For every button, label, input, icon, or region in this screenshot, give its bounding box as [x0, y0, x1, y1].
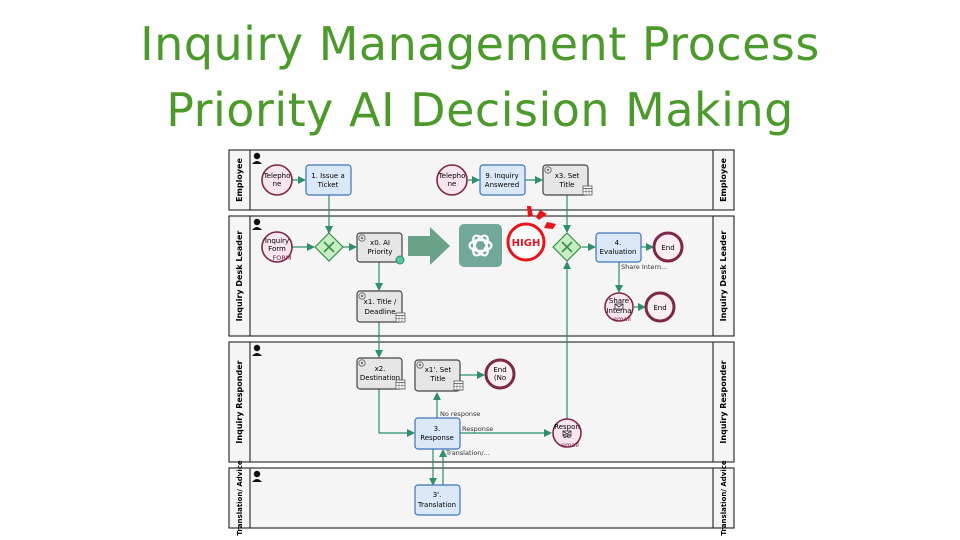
event-sublabel: email [613, 315, 631, 323]
close-x-icon [323, 241, 335, 253]
lane-label-right: Inquiry Desk Leader [719, 231, 728, 322]
lane-inquiry-responder: Inquiry Responder Inquiry Responder [228, 341, 735, 463]
event-label: ne [448, 180, 457, 188]
page-title-line2: Priority AI Decision Making [166, 83, 794, 137]
task-inquiry-answered[interactable]: 9. Inquiry Answered [479, 164, 526, 196]
calendar-icon [582, 185, 593, 196]
event-label: ne [273, 180, 282, 188]
lane-label-left: Translation/ Advice [236, 460, 244, 536]
end-label: End [661, 244, 674, 252]
event-label: Share [609, 297, 629, 305]
lane-label-left: Inquiry Responder [235, 360, 244, 443]
task-label: x1. Title / [364, 298, 397, 306]
lane-label-right: Inquiry Responder [719, 360, 728, 443]
openai-logo-icon [459, 224, 502, 267]
edge-label-translation: Translation/... [445, 449, 490, 457]
task-label: Deadline [364, 308, 395, 316]
boundary-event [395, 255, 405, 265]
task-label: 9. Inquiry [485, 172, 518, 180]
task-label: Response [420, 434, 454, 442]
task-label: x0. AI [370, 239, 390, 247]
end-event-share[interactable]: End [644, 291, 676, 323]
lane-label-right: Translation/ Advice [720, 460, 728, 536]
task-label: Ticket [317, 181, 339, 189]
lane-label-right: Employee [719, 158, 728, 202]
task-label: 4. [615, 239, 622, 247]
task-destination[interactable]: x2. Destination [356, 357, 406, 390]
lane-label-left: Inquiry Desk Leader [235, 231, 244, 322]
sequence-flows [292, 176, 654, 486]
event-label: Respon [554, 423, 580, 431]
calendar-icon [395, 312, 406, 323]
task-label: x2. [375, 365, 386, 373]
lane-translation-advice: Translation/ Advice Translation/ Advice [228, 460, 735, 536]
event-label: Telepho [438, 172, 466, 180]
start-event-telephone-1[interactable]: Telepho ne [261, 164, 293, 196]
page-title-line1: Inquiry Management Process [140, 17, 820, 71]
end-label: End [493, 366, 506, 374]
task-issue-ticket[interactable]: 1. Issue a Ticket [305, 164, 352, 196]
edge-label-response: Response [462, 425, 493, 433]
task-title-deadline[interactable]: x1. Title / Deadline [356, 290, 406, 323]
event-label: Telepho [263, 172, 291, 180]
task-ai-priority[interactable]: x0. AI Priority [356, 232, 405, 265]
task-label: 1. Issue a [311, 172, 345, 180]
end-event-evaluation[interactable]: End [652, 231, 684, 263]
right-arrow-icon [408, 227, 450, 265]
high-priority-badge: HIGH [506, 206, 556, 262]
calendar-icon [395, 379, 406, 390]
edge-label-no-response: No response [440, 410, 480, 418]
task-translation[interactable]: 3'. Translation [414, 484, 461, 516]
end-label: (No [494, 374, 506, 382]
share-intern-label: Share Intern... [621, 263, 667, 271]
event-share-internal-email[interactable]: Share Interna email [604, 292, 634, 323]
task-label: Evaluation [600, 248, 637, 256]
envelope-icon [562, 430, 572, 437]
event-sublabel: email [561, 441, 579, 449]
calendar-icon [453, 380, 464, 391]
task-label: 3. [434, 425, 441, 433]
event-sublabel: FORM [273, 254, 292, 262]
exclusive-gateway-2[interactable] [552, 232, 582, 262]
task-label: 3'. [433, 491, 442, 499]
start-event-inquiry-form[interactable]: Inquiry Form FORM [261, 231, 293, 263]
start-event-telephone-2[interactable]: Telepho ne [436, 164, 468, 196]
close-x-icon [561, 241, 573, 253]
task-label: Destination [360, 374, 400, 382]
envelope-icon [614, 303, 624, 310]
end-label: End [653, 304, 666, 312]
task-label: Priority [368, 248, 393, 256]
task-label: Title [429, 375, 445, 383]
end-event-no-response[interactable]: End (No [484, 358, 516, 390]
task-label: Translation [417, 501, 456, 509]
lane-label-left: Employee [235, 158, 244, 202]
badge-label: HIGH [512, 238, 541, 249]
event-label: Form [268, 245, 286, 253]
exclusive-gateway-1[interactable] [314, 232, 344, 262]
event-response-email[interactable]: Respon se email [552, 418, 582, 449]
task-evaluation[interactable]: 4. Evaluation [595, 232, 642, 263]
task-label: Answered [485, 181, 519, 189]
flow [378, 389, 415, 437]
task-label: x1'. Set [425, 366, 452, 374]
task-set-title-x1[interactable]: x1'. Set Title [414, 359, 464, 392]
task-response[interactable]: 3. Response [414, 417, 461, 450]
task-set-title-x3[interactable]: x3. Set Title [542, 164, 593, 196]
task-label: Title [558, 181, 574, 189]
task-label: x3. Set [555, 172, 580, 180]
event-label: Inquiry [265, 237, 289, 245]
event-label: Interna [606, 307, 631, 315]
